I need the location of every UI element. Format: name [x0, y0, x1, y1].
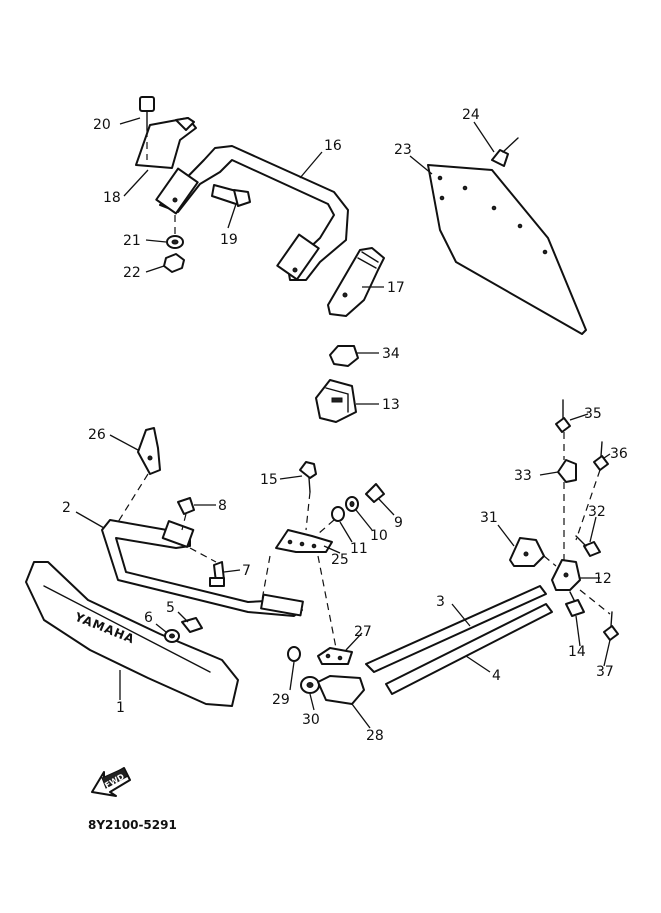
callout-8: 8 — [218, 498, 227, 514]
callout-32: 32 — [588, 504, 606, 520]
forward-arrow-icon — [91, 767, 131, 797]
part-22-nut — [163, 253, 185, 273]
part-12-bracket — [551, 559, 581, 591]
part-32-nut — [575, 535, 601, 557]
callout-34: 34 — [382, 346, 400, 362]
callout-9: 9 — [394, 515, 403, 531]
callout-2: 2 — [62, 500, 71, 516]
part-19-bolt — [211, 184, 251, 207]
part-27-clip — [317, 647, 353, 665]
callout-1: 1 — [116, 700, 125, 716]
callout-22: 22 — [123, 265, 141, 281]
part-34-cap — [329, 345, 359, 367]
callout-13: 13 — [382, 397, 400, 413]
part-1-bumper — [25, 561, 239, 707]
part-2-stay — [101, 519, 304, 617]
part-10-washer — [345, 496, 359, 512]
part-33-clip — [557, 459, 577, 483]
callout-6: 6 — [144, 610, 153, 626]
part-18-bracket — [135, 117, 197, 169]
part-8-nut — [177, 497, 195, 515]
part-36-rivet — [593, 441, 609, 471]
part-6-collar — [164, 629, 180, 643]
part-23-plate — [427, 164, 587, 335]
callout-18: 18 — [103, 190, 121, 206]
callout-10: 10 — [370, 528, 388, 544]
leader-lines — [75, 117, 611, 729]
callout-21: 21 — [123, 233, 141, 249]
part-31-bracket — [509, 537, 545, 567]
part-17-clamp — [327, 247, 385, 317]
part-4-strip — [385, 603, 553, 695]
callout-26: 26 — [88, 427, 106, 443]
part-35-rivet — [555, 399, 571, 433]
callout-11: 11 — [350, 541, 368, 557]
callout-36: 36 — [610, 446, 628, 462]
part-21-washer — [166, 235, 184, 249]
part-28-end-cap — [317, 675, 365, 705]
callout-4: 4 — [492, 668, 501, 684]
part-20-bolt — [139, 96, 155, 131]
callout-23: 23 — [394, 142, 412, 158]
part-24-rivet — [491, 137, 519, 167]
callout-27: 27 — [354, 624, 372, 640]
part-30-washer — [300, 676, 320, 694]
part-26-bracket — [137, 427, 161, 475]
part-3-strip — [365, 585, 547, 673]
callout-35: 35 — [584, 406, 602, 422]
part-16-bracket-frame — [155, 145, 349, 281]
callout-16: 16 — [324, 138, 342, 154]
part-37-rivet — [603, 611, 619, 641]
callout-30: 30 — [302, 712, 320, 728]
callout-5: 5 — [166, 600, 175, 616]
part-7-bolt — [209, 561, 225, 587]
part-5-bolt — [181, 617, 203, 633]
callout-14: 14 — [568, 644, 586, 660]
part-13-holder — [315, 379, 357, 423]
callout-24: 24 — [462, 107, 480, 123]
callout-20: 20 — [93, 117, 111, 133]
callout-31: 31 — [480, 510, 498, 526]
callout-19: 19 — [220, 232, 238, 248]
part-25-bracket — [275, 529, 333, 553]
callout-25: 25 — [331, 552, 349, 568]
callout-33: 33 — [514, 468, 532, 484]
callout-28: 28 — [366, 728, 384, 744]
callout-3: 3 — [436, 594, 445, 610]
part-11-washer — [331, 506, 345, 522]
part-29-grommet — [287, 646, 301, 662]
callout-29: 29 — [272, 692, 290, 708]
assembly-lines — [117, 130, 611, 649]
callout-12: 12 — [594, 571, 612, 587]
part-15-bolt — [299, 461, 317, 493]
callout-7: 7 — [242, 563, 251, 579]
callout-15: 15 — [260, 472, 278, 488]
callout-17: 17 — [387, 280, 405, 296]
callout-37: 37 — [596, 664, 614, 680]
part-14-bolt — [565, 591, 585, 617]
diagram-code: 8Y2100-5291 — [88, 818, 177, 832]
part-9-bolt — [365, 483, 385, 503]
